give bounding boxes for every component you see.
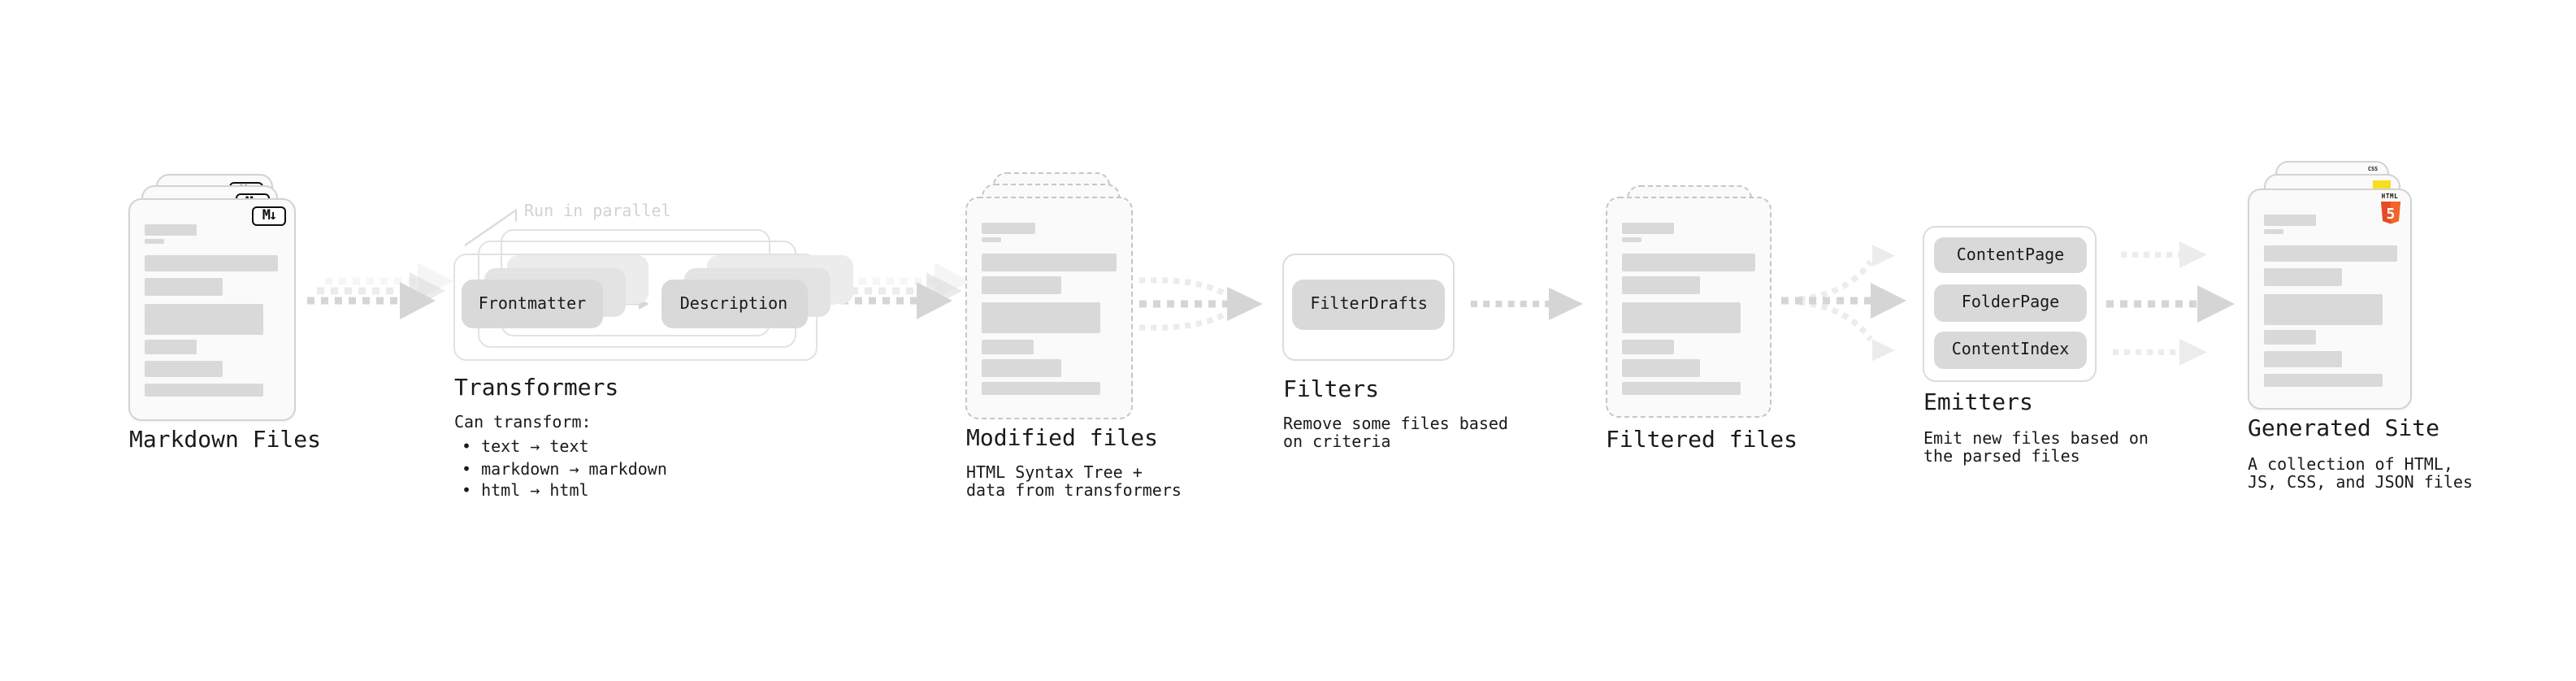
- placeholder-bar: [1621, 237, 1641, 243]
- placeholder-bar: [1621, 253, 1755, 271]
- placeholder-bar: [2263, 214, 2316, 225]
- can-transform-heading: Can transform:: [454, 414, 592, 432]
- doc-content-placeholder: [1621, 222, 1755, 396]
- placeholder-bar: [982, 339, 1034, 354]
- placeholder-bar: [2263, 228, 2283, 235]
- subtitle-line: JS, CSS, and JSON files: [2248, 474, 2473, 492]
- transformer-frontmatter-step: Frontmatter: [462, 280, 603, 328]
- placeholder-bar: [144, 340, 196, 355]
- modified-files-subtitle: HTML Syntax Tree + data from transformer…: [966, 465, 1182, 501]
- filters-title: Filters: [1283, 377, 1380, 403]
- filters-subtitle: Remove some files based on criteria: [1283, 416, 1508, 453]
- html5-icon: HTML 5: [2377, 193, 2403, 226]
- transformer-description-step: Description: [661, 280, 807, 328]
- modified-file-card: [965, 196, 1132, 420]
- transform-item: • markdown → markdown: [462, 461, 667, 479]
- subtitle-line: the parsed files: [1923, 449, 2080, 467]
- subtitle-line: HTML Syntax Tree +: [966, 465, 1143, 483]
- subtitle-line: Remove some files based: [1283, 416, 1508, 435]
- placeholder-bar: [982, 382, 1101, 396]
- run-in-parallel-note: Run in parallel: [524, 202, 671, 220]
- filter-drafts-step: FilterDrafts: [1292, 279, 1446, 330]
- placeholder-bar: [982, 237, 1001, 243]
- css-icon-label: CSS: [2367, 165, 2379, 172]
- placeholder-bar: [982, 253, 1116, 271]
- placeholder-bar: [2263, 330, 2315, 345]
- placeholder-bar: [144, 238, 163, 245]
- placeholder-bar: [982, 301, 1101, 333]
- emitter-content-index: ContentIndex: [1934, 332, 2087, 369]
- transform-item: • html → html: [462, 483, 589, 501]
- html5-shield: 5: [2379, 201, 2400, 223]
- markdown-icon: M↓: [252, 206, 286, 226]
- generated-site-title: Generated Site: [2248, 416, 2440, 442]
- placeholder-bar: [982, 222, 1034, 234]
- emitter-content-page: ContentPage: [1934, 236, 2087, 274]
- emitters-subtitle: Emit new files based on the parsed files: [1923, 431, 2149, 467]
- placeholder-bar: [1621, 301, 1741, 333]
- placeholder-bar: [1621, 339, 1673, 354]
- emitter-folder-page: FolderPage: [1934, 284, 2087, 321]
- transform-item: • text → text: [462, 439, 589, 457]
- placeholder-bar: [1621, 222, 1674, 234]
- placeholder-bar: [982, 359, 1060, 377]
- filtered-file-card: [1605, 196, 1772, 419]
- placeholder-bar: [1621, 276, 1700, 295]
- placeholder-bar: [2263, 245, 2397, 262]
- subtitle-line: A collection of HTML,: [2248, 456, 2453, 474]
- placeholder-bar: [144, 278, 223, 297]
- filtered-files-title: Filtered files: [1606, 427, 1798, 453]
- placeholder-bar: [1621, 359, 1700, 377]
- doc-content-placeholder: [144, 223, 279, 397]
- placeholder-bar: [2263, 268, 2342, 287]
- placeholder-bar: [2263, 373, 2383, 388]
- subtitle-line: on criteria: [1283, 434, 1391, 453]
- subtitle-line: Emit new files based on: [1923, 431, 2149, 449]
- placeholder-bar: [144, 360, 223, 378]
- placeholder-bar: [982, 276, 1060, 295]
- placeholder-bar: [2263, 350, 2342, 368]
- subtitle-line: data from transformers: [966, 483, 1182, 501]
- placeholder-bar: [1621, 382, 1741, 396]
- placeholder-bar: [2263, 293, 2383, 325]
- emitters-title: Emitters: [1923, 390, 2033, 416]
- placeholder-bar: [144, 254, 278, 272]
- generated-file-card-html: HTML 5: [2247, 188, 2411, 409]
- transformers-description: Can transform: • text → text • markdown …: [454, 414, 667, 503]
- placeholder-bar: [144, 223, 197, 235]
- doc-content-placeholder: [982, 222, 1116, 396]
- svg-text:5: 5: [2386, 205, 2395, 222]
- placeholder-bar: [144, 303, 263, 335]
- markdown-file-card: M↓: [128, 197, 295, 421]
- generated-site-subtitle: A collection of HTML, JS, CSS, and JSON …: [2248, 456, 2473, 492]
- doc-content-placeholder: [2263, 214, 2397, 388]
- html5-icon-label: HTML: [2381, 192, 2399, 200]
- transformers-title: Transformers: [454, 375, 619, 401]
- markdown-files-title: Markdown Files: [129, 427, 322, 453]
- placeholder-bar: [144, 383, 263, 397]
- modified-files-title: Modified files: [966, 425, 1159, 451]
